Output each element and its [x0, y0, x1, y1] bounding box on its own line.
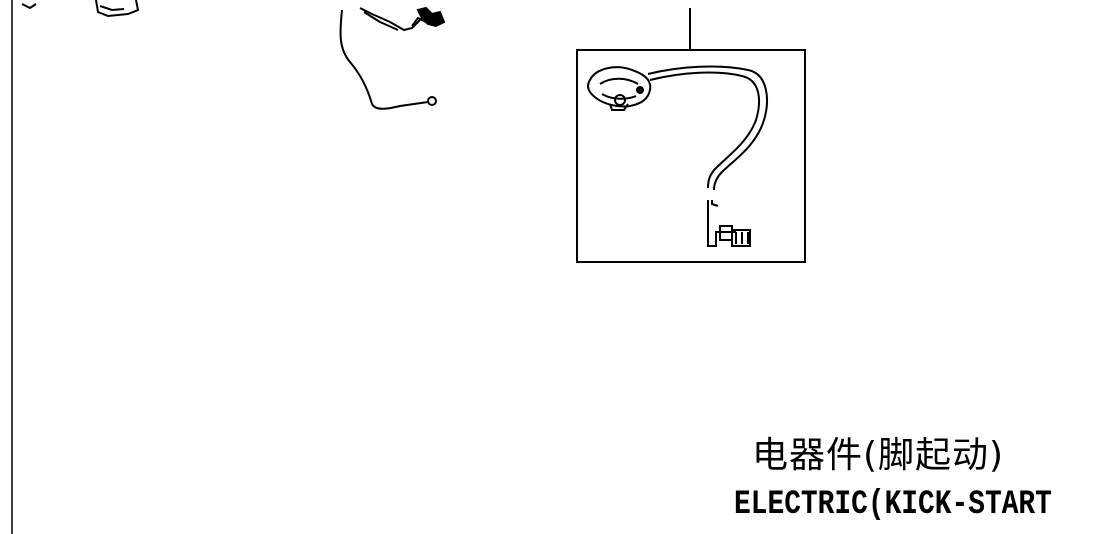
- kick-start-switch-assembly: [587, 65, 768, 247]
- diagram-title-english: ELECTRIC(KICK-START: [734, 486, 1052, 524]
- inset-detail-box: [576, 49, 806, 263]
- partial-component-top-left: [21, 0, 140, 18]
- wiring-harness-component: [339, 6, 446, 110]
- diagram-title-chinese: 电器件(脚起动): [752, 435, 1005, 476]
